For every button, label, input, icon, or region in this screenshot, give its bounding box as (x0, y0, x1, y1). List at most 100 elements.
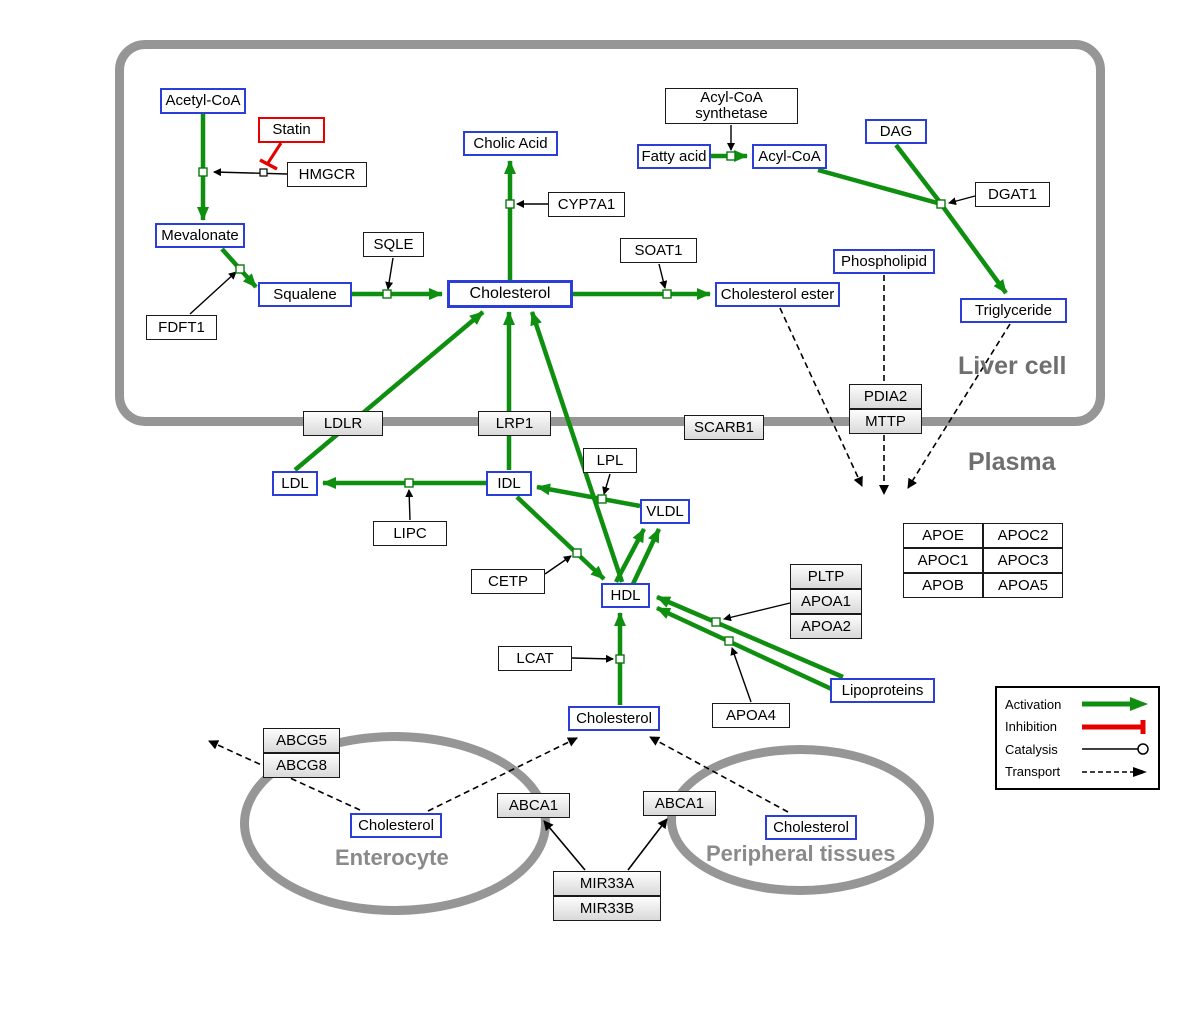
node-triglyceride[interactable]: Triglyceride (960, 298, 1067, 323)
node-mttp[interactable]: MTTP (849, 409, 922, 434)
node-ldl[interactable]: LDL (272, 471, 318, 496)
liver-cell-compartment (115, 40, 1105, 426)
node-apoa4[interactable]: APOA4 (712, 703, 790, 728)
node-cyp7a1[interactable]: CYP7A1 (548, 192, 625, 217)
node-abcg8[interactable]: ABCG8 (263, 753, 340, 778)
edge-apoa12-catalysis (723, 602, 791, 622)
node-acyl-coa[interactable]: Acyl-CoA (752, 144, 827, 169)
edge-lipoproteins-hdl-1 (656, 594, 844, 680)
node-cholesterol-plasma[interactable]: Cholesterol (568, 706, 660, 731)
node-mevalonate[interactable]: Mevalonate (155, 223, 245, 248)
edge-lcat-catalysis (571, 654, 614, 663)
node-abca1-right[interactable]: ABCA1 (643, 791, 716, 816)
node-pdia2[interactable]: PDIA2 (849, 384, 922, 409)
node-idl[interactable]: IDL (486, 471, 532, 496)
node-dgat1[interactable]: DGAT1 (975, 182, 1050, 207)
regulation-edges (543, 818, 668, 871)
edge-apoa4-catalysis (730, 647, 752, 703)
node-hmgcr[interactable]: HMGCR (287, 162, 367, 187)
node-cetp[interactable]: CETP (471, 569, 545, 594)
legend-activation-row: Activation (1005, 694, 1150, 714)
edge-hdl-vldl-2 (630, 528, 662, 585)
edge-hdl-vldl-1 (614, 527, 646, 584)
node-ldlr[interactable]: LDLR (303, 411, 383, 436)
hmgcr-anchor (259, 168, 268, 177)
node-phospholipid[interactable]: Phospholipid (833, 249, 935, 274)
node-dag[interactable]: DAG (865, 119, 927, 144)
edge-sqle-catalysis (385, 257, 394, 290)
node-scarb1[interactable]: SCARB1 (684, 415, 764, 440)
edge-statin-inhibition (266, 142, 283, 164)
edge-lpl-catalysis (602, 473, 611, 495)
legend-transport-row: Transport (1005, 762, 1150, 782)
node-cholic-acid[interactable]: Cholic Acid (463, 131, 558, 156)
edge-hmgcr-catalysis (213, 168, 288, 177)
edge-dgat1-triglyceride (939, 202, 1008, 295)
node-lcat[interactable]: LCAT (498, 646, 572, 671)
edge-hdl-cholesterol (529, 311, 625, 583)
node-apoa5[interactable]: APOA5 (983, 573, 1063, 598)
edge-enterocyte-cholesterol-transport (427, 737, 578, 812)
node-apoc2[interactable]: APOC2 (983, 523, 1063, 548)
node-vldl[interactable]: VLDL (640, 499, 690, 524)
node-fatty-acid[interactable]: Fatty acid (637, 144, 711, 169)
node-soat1[interactable]: SOAT1 (620, 238, 697, 263)
edge-vldl-idl (536, 483, 641, 509)
statin-tbar (259, 158, 278, 171)
node-lipoproteins[interactable]: Lipoproteins (830, 678, 935, 703)
edge-ldl-cholesterol (293, 310, 485, 472)
edge-peripheral-cholesterol-transport (649, 736, 789, 813)
node-squalene[interactable]: Squalene (258, 282, 352, 307)
node-fdft1[interactable]: FDFT1 (146, 315, 217, 340)
node-statin[interactable]: Statin (258, 117, 325, 143)
node-acyl-coa-synthetase[interactable]: Acyl-CoA synthetase (665, 88, 798, 124)
node-cholesterol-enterocyte[interactable]: Cholesterol (350, 813, 442, 838)
node-lpl[interactable]: LPL (583, 448, 637, 473)
node-apob[interactable]: APOB (903, 573, 983, 598)
node-hdl[interactable]: HDL (601, 583, 650, 608)
catalysis-edges (189, 125, 976, 703)
edge-idl-hdl (515, 495, 606, 581)
node-apoc1[interactable]: APOC1 (903, 548, 983, 573)
edge-dag-dgat1 (894, 143, 941, 203)
node-apoc3[interactable]: APOC3 (983, 548, 1063, 573)
node-mir33a[interactable]: MIR33A (553, 871, 661, 896)
legend-transport-label: Transport (1005, 764, 1061, 780)
edge-dgat1-catalysis (948, 195, 976, 206)
edge-soat1-catalysis (658, 263, 668, 289)
peripheral-tissues-compartment (667, 745, 934, 895)
legend-inhibition-row: Inhibition (1005, 717, 1150, 737)
inhibition-edge (259, 142, 283, 171)
enterocyte-label: Enterocyte (335, 845, 449, 870)
node-cholesterol-peripheral[interactable]: Cholesterol (765, 815, 857, 840)
activation-arrow-icon (1082, 697, 1148, 711)
reaction-anchors (198, 151, 946, 664)
node-lipc[interactable]: LIPC (373, 521, 447, 546)
node-pltp[interactable]: PLTP (790, 564, 862, 589)
edge-lipoproteins-hdl-2 (656, 605, 839, 695)
edge-cetp-catalysis (544, 555, 572, 575)
node-mir33b[interactable]: MIR33B (553, 896, 661, 921)
edge-lipc-catalysis (405, 489, 414, 521)
node-acetyl-coa[interactable]: Acetyl-CoA (160, 88, 246, 114)
node-cholesterol-ester[interactable]: Cholesterol ester (715, 282, 840, 307)
legend-activation-label: Activation (1005, 696, 1062, 712)
node-apoa2[interactable]: APOA2 (790, 614, 862, 639)
catalysis-circle-icon (1082, 743, 1149, 756)
node-apoe[interactable]: APOE (903, 523, 983, 548)
peripheral-tissues-label: Peripheral tissues (706, 841, 896, 866)
node-apoa1[interactable]: APOA1 (790, 589, 862, 614)
liver-cell-label: Liver cell (958, 352, 1067, 380)
node-sqle[interactable]: SQLE (363, 232, 424, 257)
edge-mir33-abca1-left (543, 820, 586, 871)
transport-arrow-icon (1082, 766, 1147, 777)
node-abca1-left[interactable]: ABCA1 (497, 793, 570, 818)
edge-triglyceride-transport (907, 323, 1011, 489)
node-lrp1[interactable]: LRP1 (478, 411, 551, 436)
node-cholesterol-liver[interactable]: Cholesterol (447, 280, 573, 308)
legend-catalysis-row: Catalysis (1005, 739, 1150, 759)
edge-cholesterolester-transport (779, 307, 863, 487)
node-abcg5[interactable]: ABCG5 (263, 728, 340, 753)
